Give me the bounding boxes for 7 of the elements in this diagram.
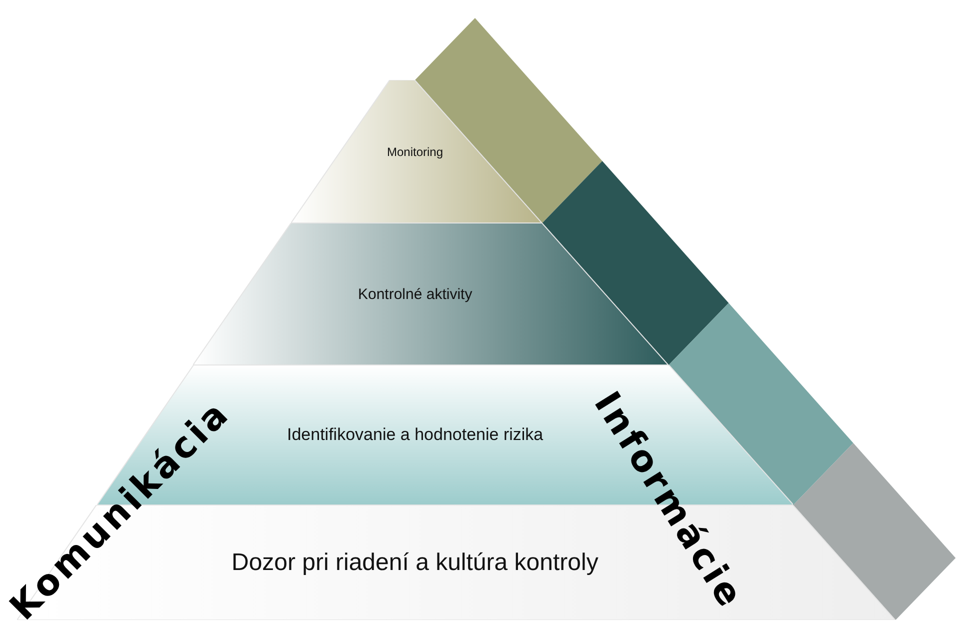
tier-label: Kontrolné aktivity <box>358 286 472 302</box>
tier-label: Identifikovanie a hodnotenie rizika <box>287 425 544 445</box>
pyramid-tier <box>291 80 542 223</box>
band-segment <box>542 161 729 365</box>
band-segment <box>793 443 956 620</box>
tier-label: Monitoring <box>386 144 444 158</box>
pyramid-tier <box>193 223 669 365</box>
